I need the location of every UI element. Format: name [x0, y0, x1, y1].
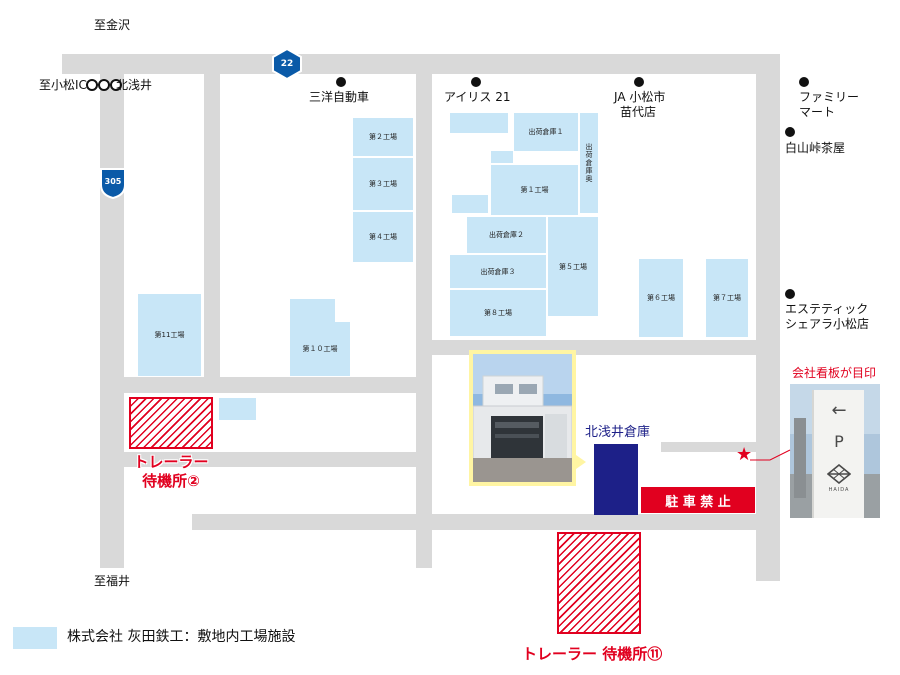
factory-11-label: 第11工場 — [154, 331, 185, 339]
parking-letter: P — [834, 432, 844, 451]
road-spur — [661, 442, 756, 452]
road-left-main — [100, 54, 124, 568]
factory-10-label: 第１０工場 — [302, 345, 338, 353]
small-block-2 — [490, 150, 514, 164]
direction-komatsu-ic: 至小松IC — [39, 78, 87, 92]
factory-10: 第１０工場 — [289, 322, 351, 377]
ja-dot — [634, 77, 644, 87]
shipping-warehouse-2-label: 出荷倉庫２ — [489, 231, 524, 239]
sanyo-label: 三洋自動車 — [309, 90, 370, 104]
road-inner-v1 — [204, 74, 220, 381]
trailer-waiting-area-1 — [557, 532, 641, 634]
ja-label-2: 苗代店 — [620, 105, 657, 119]
factory-2: 第２工場 — [352, 117, 414, 157]
trailer-waiting-area-2-label-2: 待機所② — [142, 472, 200, 490]
road-top — [62, 54, 779, 74]
factory-4-label: 第４工場 — [369, 233, 397, 241]
iris-label: アイリス 21 — [444, 90, 511, 104]
sanyo-dot — [336, 77, 346, 87]
hakusan-label: 白山峠茶屋 — [785, 141, 846, 155]
factory-5: 第５工場 — [547, 216, 599, 317]
kitaazai-warehouse-label: 北浅井倉庫 — [585, 425, 651, 440]
route-22-number: 22 — [280, 59, 294, 69]
shipping-warehouse-3: 出荷倉庫３ — [449, 254, 547, 289]
factory-8: 第８工場 — [449, 289, 547, 337]
famima-dot — [799, 77, 809, 87]
legend-swatch — [13, 627, 57, 649]
no-parking-sign: 駐 車 禁 止 — [641, 487, 755, 513]
road-horizontal-mid — [124, 377, 416, 393]
road-inner-v2 — [416, 74, 432, 568]
factory-4: 第４工場 — [352, 211, 414, 263]
shipping-warehouse-back: 出荷倉庫奥 — [579, 112, 599, 214]
factory-1: 第１工場 — [490, 164, 579, 216]
photo-pointer — [576, 455, 586, 469]
factory-3: 第３工場 — [352, 157, 414, 211]
factory-5-label: 第５工場 — [559, 262, 587, 271]
road-right-main — [756, 54, 780, 581]
direction-fukui: 至福井 — [94, 574, 131, 588]
signboard-caption: 会社看板が目印 — [792, 366, 877, 380]
factory-11: 第11工場 — [137, 293, 202, 377]
warehouse-photo — [469, 350, 576, 486]
signboard-panel: ← P HAIDA — [812, 390, 864, 518]
shipping-warehouse-2: 出荷倉庫２ — [466, 216, 547, 254]
esthe-dot — [785, 289, 795, 299]
factory-10-annex — [289, 298, 336, 322]
haida-logo-icon — [827, 464, 851, 484]
warehouse-photo-image — [472, 354, 573, 482]
iris-dot — [471, 77, 481, 87]
kitaazai-warehouse — [594, 444, 638, 515]
shipping-warehouse-3-label: 出荷倉庫３ — [480, 267, 516, 276]
legend-text: 株式会社 灰田鉄工：敷地内工場施設 — [67, 629, 296, 645]
star-icon: ★ — [736, 444, 753, 465]
shipping-warehouse-back-label: 出荷倉庫奥 — [585, 143, 593, 183]
haida-brand: HAIDA — [828, 487, 850, 493]
factory-8-label: 第８工場 — [484, 309, 512, 317]
famima-label-2: マート — [799, 105, 836, 119]
signboard-photo: ← P HAIDA — [790, 384, 880, 518]
factory-1-label: 第１工場 — [520, 186, 549, 194]
arrow-left-icon: ← — [831, 400, 847, 421]
direction-kanazawa: 至金沢 — [94, 18, 131, 32]
route-305-icon: 305 — [99, 167, 127, 199]
shipping-warehouse-1-label: 出荷倉庫１ — [528, 128, 564, 136]
ja-label-1: JA 小松市 — [614, 90, 666, 104]
route-305-number: 305 — [104, 176, 122, 186]
trailer-waiting-area-2-label-1: トレーラー — [133, 453, 209, 471]
no-parking-label: 駐 車 禁 止 — [665, 494, 731, 510]
factory-7-label: 第７工場 — [713, 294, 741, 302]
route-22-icon: 22 — [272, 48, 302, 80]
factory-3-label: 第３工場 — [369, 180, 397, 188]
factory-7: 第７工場 — [705, 258, 749, 338]
small-block-1 — [449, 112, 509, 134]
station-icon — [86, 79, 122, 91]
trailer-waiting-area-2 — [129, 397, 213, 449]
esthe-label-2: シェアラ小松店 — [785, 317, 870, 331]
road-horizontal-lower — [124, 452, 416, 467]
signboard-pointer-line — [750, 449, 791, 461]
station-label: 北浅井 — [116, 78, 153, 92]
small-block-3 — [451, 194, 489, 214]
factory-2-label: 第２工場 — [369, 133, 397, 141]
road-horizontal-bottom — [192, 514, 756, 530]
small-block-4 — [218, 397, 257, 421]
factory-6-label: 第６工場 — [647, 294, 675, 302]
trailer-waiting-area-1-label: トレーラー 待機所⑪ — [522, 645, 663, 663]
factory-6: 第６工場 — [638, 258, 684, 338]
famima-label-1: ファミリー — [799, 90, 860, 104]
shipping-warehouse-1: 出荷倉庫１ — [513, 112, 579, 152]
hakusan-dot — [785, 127, 795, 137]
esthe-label-1: エステティック — [785, 302, 869, 316]
